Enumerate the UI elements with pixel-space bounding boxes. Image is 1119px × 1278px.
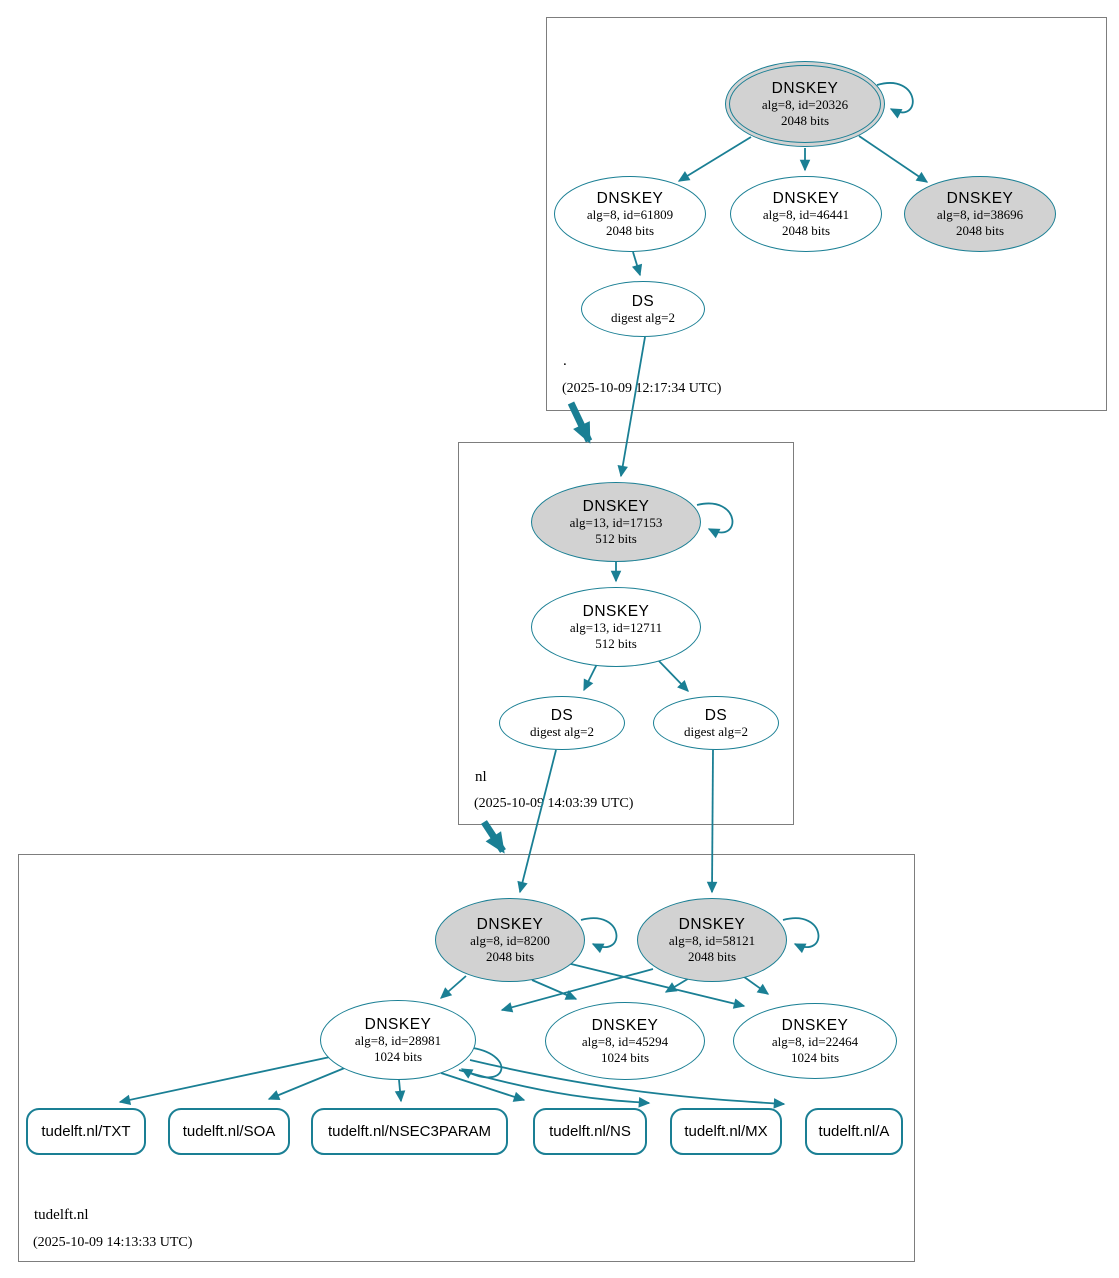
dnskey-node-46441: DNSKEY alg=8, id=46441 2048 bits: [730, 176, 882, 252]
node-title: DNSKEY: [946, 189, 1014, 207]
node-title: DNSKEY: [771, 79, 839, 97]
node-attrs: digest alg=2: [529, 723, 595, 739]
node-title: DS: [550, 706, 574, 724]
dnskey-node-28981: DNSKEY alg=8, id=28981 1024 bits: [320, 1000, 476, 1080]
node-attrs: alg=8, id=45294: [581, 1033, 669, 1049]
node-title: DNSKEY: [582, 497, 650, 515]
node-bits: 2048 bits: [687, 948, 737, 964]
ds-node-nl-right: DS digest alg=2: [653, 696, 779, 750]
node-bits: 1024 bits: [600, 1049, 650, 1065]
node-title: DNSKEY: [772, 189, 840, 207]
node-bits: 1024 bits: [790, 1049, 840, 1065]
node-attrs: alg=8, id=46441: [762, 206, 850, 222]
dnskey-node-45294: DNSKEY alg=8, id=45294 1024 bits: [545, 1002, 705, 1080]
dnskey-node-20326: DNSKEY alg=8, id=20326 2048 bits: [725, 61, 885, 147]
rrset-tudelft-nl-a: tudelft.nl/A: [805, 1108, 903, 1155]
zone-label-tudelft-nl: tudelft.nl: [34, 1207, 89, 1223]
zone-timestamp-nl: (2025-10-09 14:03:39 UTC): [474, 796, 634, 811]
dnskey-node-22464: DNSKEY alg=8, id=22464 1024 bits: [733, 1003, 897, 1079]
node-title: DNSKEY: [582, 602, 650, 620]
node-bits: 2048 bits: [781, 222, 831, 238]
node-bits: 2048 bits: [955, 222, 1005, 238]
node-title: DNSKEY: [591, 1016, 659, 1034]
zone-label-root: .: [563, 353, 567, 369]
rrset-tudelft-nl-txt: tudelft.nl/TXT: [26, 1108, 146, 1155]
node-title: DS: [631, 292, 655, 310]
node-attrs: alg=8, id=20326: [761, 96, 849, 112]
ds-node-nl-left: DS digest alg=2: [499, 696, 625, 750]
node-attrs: alg=8, id=61809: [586, 206, 674, 222]
node-attrs: alg=8, id=28981: [354, 1032, 442, 1048]
dnskey-node-58121: DNSKEY alg=8, id=58121 2048 bits: [637, 898, 787, 982]
zone-label-nl: nl: [475, 769, 487, 785]
rrset-tudelft-nl-mx: tudelft.nl/MX: [670, 1108, 782, 1155]
node-bits: 2048 bits: [780, 112, 830, 128]
node-bits: 512 bits: [595, 635, 637, 651]
edge-delegation-nl-tudelft: [481, 820, 506, 854]
node-bits: 2048 bits: [485, 948, 535, 964]
dnskey-node-8200: DNSKEY alg=8, id=8200 2048 bits: [435, 898, 585, 982]
rrset-tudelft-nl-nsec3param: tudelft.nl/NSEC3PARAM: [311, 1108, 508, 1155]
dnskey-node-38696: DNSKEY alg=8, id=38696 2048 bits: [904, 176, 1056, 252]
node-bits: 1024 bits: [373, 1048, 423, 1064]
node-bits: 512 bits: [595, 530, 637, 546]
node-title: DNSKEY: [596, 189, 664, 207]
dnskey-node-12711: DNSKEY alg=13, id=12711 512 bits: [531, 587, 701, 667]
zone-timestamp-root: (2025-10-09 12:17:34 UTC): [562, 381, 722, 396]
node-title: DNSKEY: [678, 915, 746, 933]
node-title: DS: [704, 706, 728, 724]
node-title: DNSKEY: [476, 915, 544, 933]
rrset-tudelft-nl-soa: tudelft.nl/SOA: [168, 1108, 290, 1155]
node-attrs: alg=13, id=12711: [569, 619, 663, 635]
node-attrs: alg=8, id=38696: [936, 206, 1024, 222]
node-attrs: alg=8, id=58121: [668, 932, 756, 948]
dnskey-node-17153: DNSKEY alg=13, id=17153 512 bits: [531, 482, 701, 562]
node-attrs: alg=13, id=17153: [569, 514, 663, 530]
dnskey-node-61809: DNSKEY alg=8, id=61809 2048 bits: [554, 176, 706, 252]
zone-timestamp-tudelft-nl: (2025-10-09 14:13:33 UTC): [33, 1235, 193, 1250]
node-attrs: digest alg=2: [610, 309, 676, 325]
node-bits: 2048 bits: [605, 222, 655, 238]
node-attrs: alg=8, id=8200: [470, 932, 550, 948]
rrset-tudelft-nl-ns: tudelft.nl/NS: [533, 1108, 647, 1155]
node-title: DNSKEY: [781, 1016, 849, 1034]
node-title: DNSKEY: [364, 1015, 432, 1033]
node-attrs: digest alg=2: [683, 723, 749, 739]
node-attrs: alg=8, id=22464: [771, 1033, 859, 1049]
ds-node-root: DS digest alg=2: [581, 281, 705, 337]
